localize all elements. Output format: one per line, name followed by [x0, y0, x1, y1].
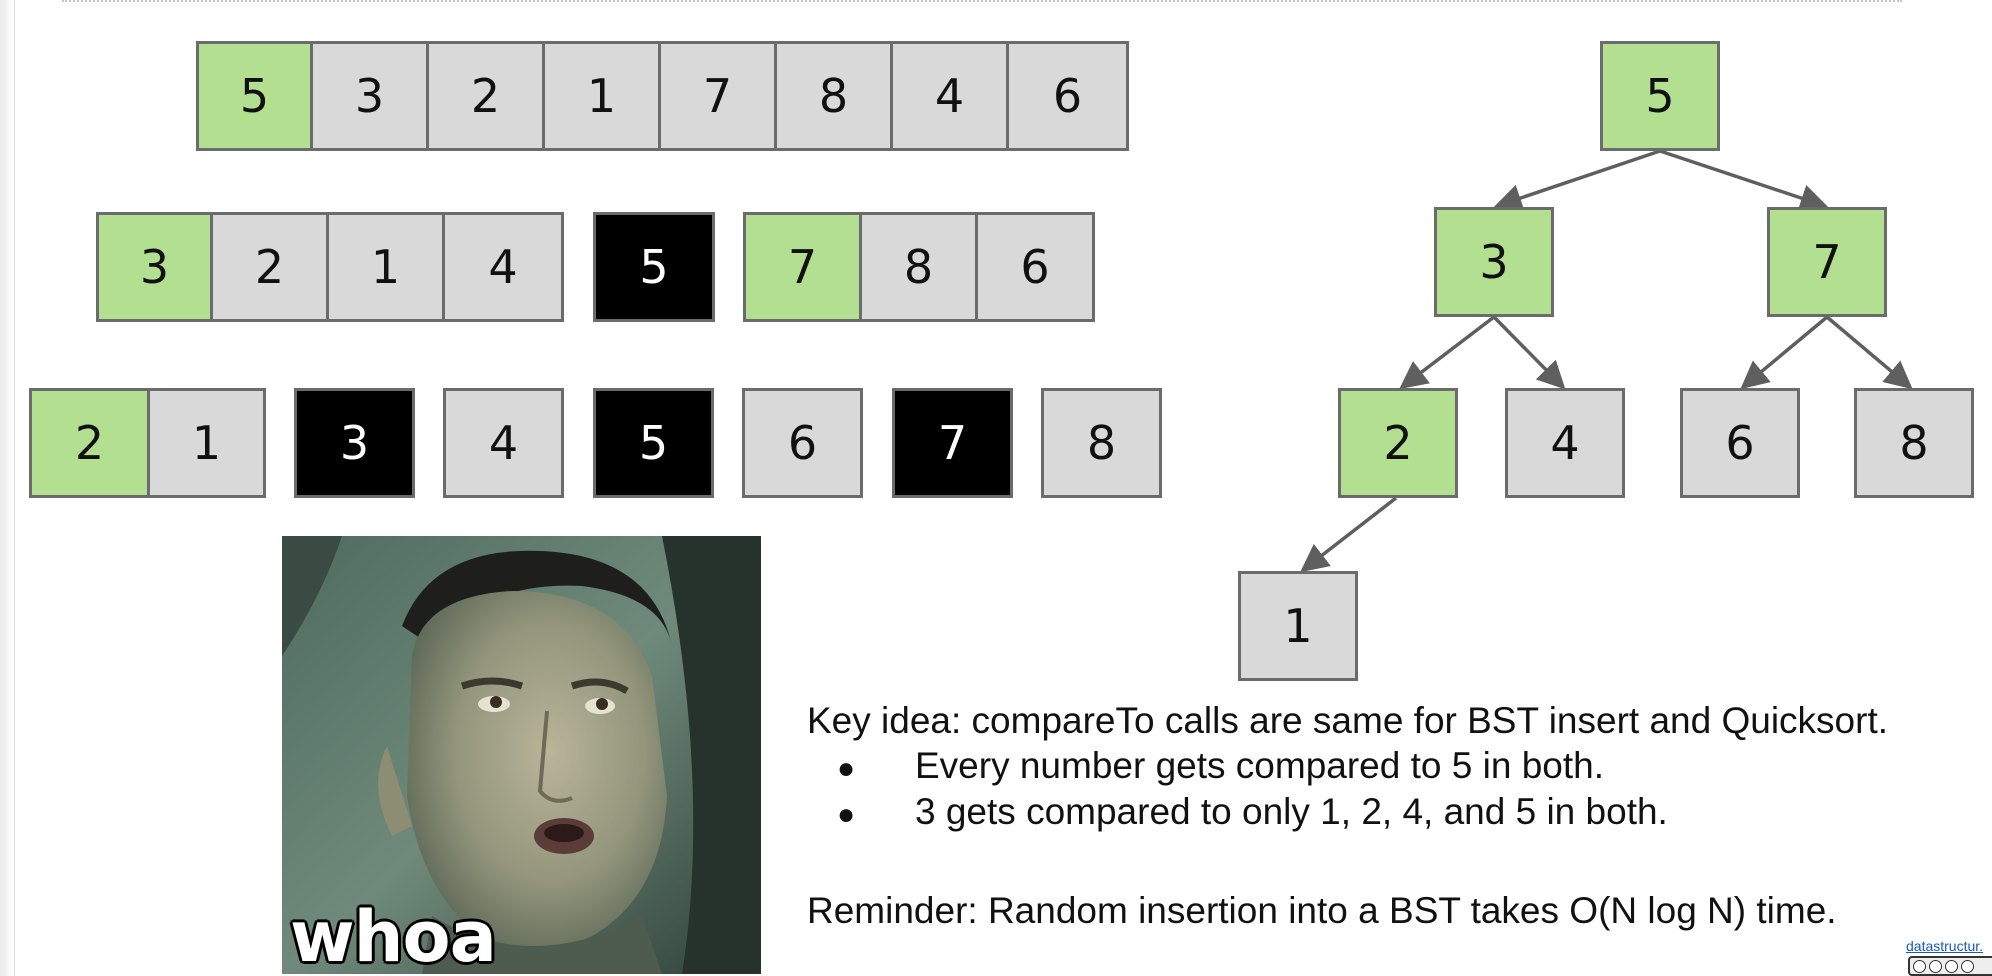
key-idea-text: Key idea: compareTo calls are same for B… [807, 700, 1889, 741]
bst-node: 5 [1600, 41, 1720, 151]
bst-edge [1825, 315, 1913, 390]
bullet-dot-icon: ● [837, 798, 856, 831]
reminder-text: Reminder: Random insertion into a BST ta… [807, 890, 1837, 931]
bst-edge [1399, 315, 1496, 390]
array-cell: 7 [892, 388, 1013, 498]
array-cell: 6 [975, 212, 1095, 322]
bst-node: 7 [1767, 207, 1887, 317]
array-cell: 4 [890, 41, 1009, 151]
array-cell: 4 [443, 388, 564, 498]
meme-face-illustration [282, 536, 761, 974]
bst-edge [1659, 149, 1829, 212]
meme-caption: whoa [290, 896, 497, 974]
bst-node: 1 [1238, 571, 1358, 681]
bst-node: 8 [1854, 388, 1974, 498]
array-cell: 5 [593, 388, 714, 498]
creative-commons-icon [1908, 956, 1992, 976]
bst-edge [1492, 315, 1566, 390]
bst-node: 6 [1680, 388, 1800, 498]
bst-edge [1300, 496, 1398, 573]
bst-edge [1493, 149, 1661, 212]
bst-node: 2 [1338, 388, 1458, 498]
slide-left-edge [0, 0, 15, 976]
credit-link[interactable]: datastructur. [1906, 938, 1984, 954]
bullet-text: 3 gets compared to only 1, 2, 4, and 5 i… [915, 791, 1668, 832]
array-cell: 3 [96, 212, 213, 322]
array-cell: 1 [147, 388, 266, 498]
bullet-item: ● Every number gets compared to 5 in bot… [837, 745, 1604, 787]
bst-node: 3 [1434, 207, 1554, 317]
array-cell: 7 [658, 41, 777, 151]
bullet-item: ● 3 gets compared to only 1, 2, 4, and 5… [837, 791, 1668, 833]
array-cell: 6 [742, 388, 863, 498]
array-cell: 3 [310, 41, 429, 151]
array-cell: 5 [593, 212, 715, 322]
bullet-text: Every number gets compared to 5 in both. [915, 745, 1604, 786]
array-cell: 4 [442, 212, 564, 322]
array-cell: 8 [1041, 388, 1162, 498]
array-cell: 8 [774, 41, 893, 151]
bst-node: 4 [1505, 388, 1625, 498]
array-cell: 1 [542, 41, 661, 151]
array-cell: 5 [196, 41, 313, 151]
bst-edge [1740, 315, 1829, 390]
array-cell: 6 [1006, 41, 1129, 151]
top-dotted-border [62, 0, 1902, 2]
array-cell: 2 [210, 212, 329, 322]
array-cell: 2 [426, 41, 545, 151]
array-cell: 3 [294, 388, 415, 498]
array-cell: 7 [743, 212, 862, 322]
whoa-meme-image: whoa [282, 536, 761, 974]
bullet-dot-icon: ● [837, 752, 856, 785]
